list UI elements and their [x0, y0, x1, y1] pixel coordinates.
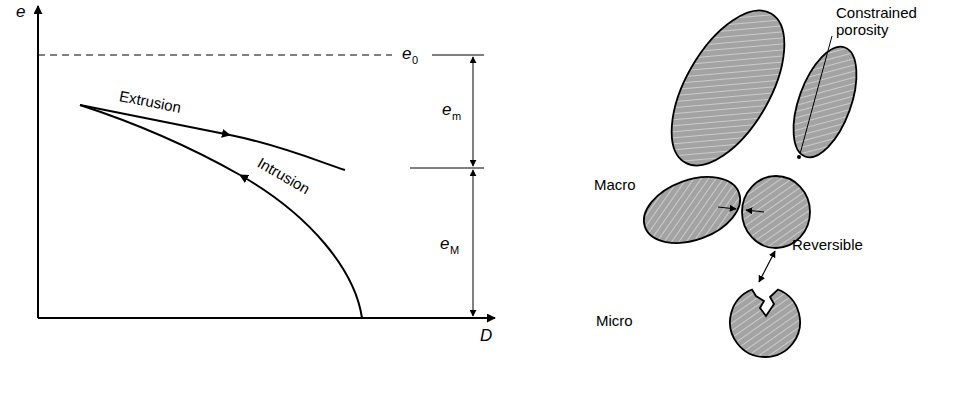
dimension-subscript: M	[450, 244, 459, 257]
grain	[730, 290, 800, 357]
callout-label: Reversible	[792, 236, 863, 253]
reversible-arrow	[759, 251, 775, 282]
dimension-subscript: m	[452, 110, 461, 123]
axis-label: D	[480, 326, 492, 346]
reference-line	[410, 168, 484, 169]
grain	[649, 0, 808, 183]
dimension-label: e	[440, 234, 449, 254]
dimension-arrow	[473, 170, 474, 316]
x-axis	[38, 317, 495, 319]
intrusion-curve	[80, 105, 240, 175]
leader-line	[800, 36, 832, 154]
contact-arrow	[746, 210, 764, 212]
intrusion-curve	[240, 175, 362, 318]
callout-label: Constrained porosity	[836, 4, 946, 39]
extrusion-curve	[230, 135, 345, 170]
curve-label: Extrusion	[118, 88, 183, 117]
scale-label: Macro	[594, 176, 636, 193]
axis-label: e	[16, 2, 25, 22]
scale-label: Micro	[596, 312, 633, 329]
dimension-arrow	[473, 57, 474, 166]
grain	[781, 39, 870, 166]
dimension-label: e	[442, 100, 451, 120]
dimension-subscript: 0	[412, 54, 418, 67]
reference-line	[38, 55, 392, 56]
y-axis	[37, 6, 39, 318]
curve-label: Intrusion	[255, 154, 313, 198]
grain	[635, 165, 749, 256]
reference-line	[432, 55, 484, 56]
dimension-label: e	[402, 44, 411, 64]
pore-dot	[797, 155, 801, 159]
contact-arrow	[718, 207, 736, 209]
